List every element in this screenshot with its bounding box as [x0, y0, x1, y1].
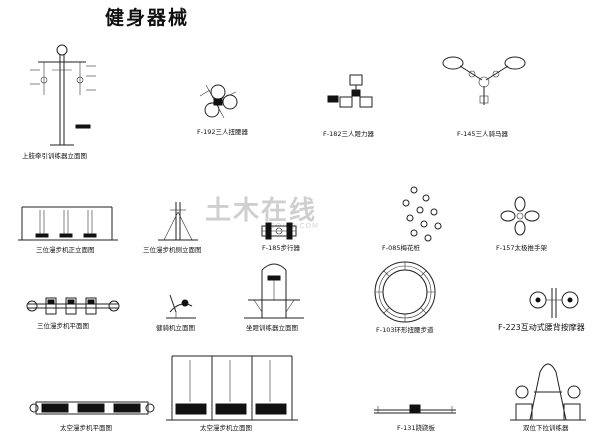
- space-walker-elev-drawing: [166, 355, 298, 421]
- f192-drawing: [199, 84, 238, 119]
- caption-f192: F-192三人扭腰器: [197, 128, 248, 136]
- f103-drawing: [374, 261, 436, 323]
- caption-walker-side: 三位漫步机侧立面图: [143, 246, 202, 254]
- f131-drawing: [374, 404, 456, 414]
- caption-sit-pull: 坐蹬训练器立面图: [246, 324, 298, 332]
- f145-drawing: [442, 56, 526, 105]
- caption-leg-press: 健骑机立面图: [156, 324, 195, 332]
- caption-pull-trainer-elevation: 上肢牵引训练器立面图: [22, 152, 87, 160]
- walker-side-drawing: [158, 202, 198, 241]
- f182-drawing: [327, 74, 373, 108]
- caption-space-walker-plan: 太空漫步机平面图: [60, 424, 112, 432]
- page-title: 健身器械: [105, 7, 190, 29]
- caption-walker-plan: 三位漫步机平面图: [37, 322, 89, 330]
- caption-f182: F-182三人蹬力器: [323, 130, 374, 138]
- caption-double-pull: 双位下拉训练器: [523, 424, 569, 432]
- caption-space-walker-elev: 太空漫步机立面图: [200, 424, 252, 432]
- caption-walker-front: 三位漫步机正立面图: [36, 246, 95, 254]
- pull-trainer-drawing: [30, 44, 96, 146]
- f185-drawing: [261, 222, 297, 240]
- walker-plan-drawing: [26, 297, 120, 315]
- caption-f223: F-223互动式腰背按摩器: [498, 323, 585, 332]
- watermark-logo: 土木在线: [205, 190, 317, 227]
- sit-pull-drawing: [244, 263, 304, 319]
- f157-drawing: [500, 196, 540, 236]
- f085-drawing: [402, 186, 442, 242]
- watermark-text: 土木在线: [205, 196, 318, 226]
- double-pull-drawing: [510, 363, 586, 421]
- space-walker-plan-drawing: [29, 401, 155, 415]
- leg-press-drawing: [166, 294, 196, 319]
- f223-drawing: [529, 288, 579, 318]
- caption-f085: F-085梅花桩: [382, 244, 420, 252]
- caption-f145: F-145三人骑马器: [457, 130, 508, 138]
- caption-f157: F-157太极推手架: [496, 244, 547, 252]
- caption-f103: F-103环形扭腰步道: [376, 326, 434, 334]
- caption-f131: F-131跷跷板: [397, 424, 435, 432]
- caption-f185: F-185步行器: [262, 244, 300, 252]
- walker-front-drawing: [18, 206, 118, 241]
